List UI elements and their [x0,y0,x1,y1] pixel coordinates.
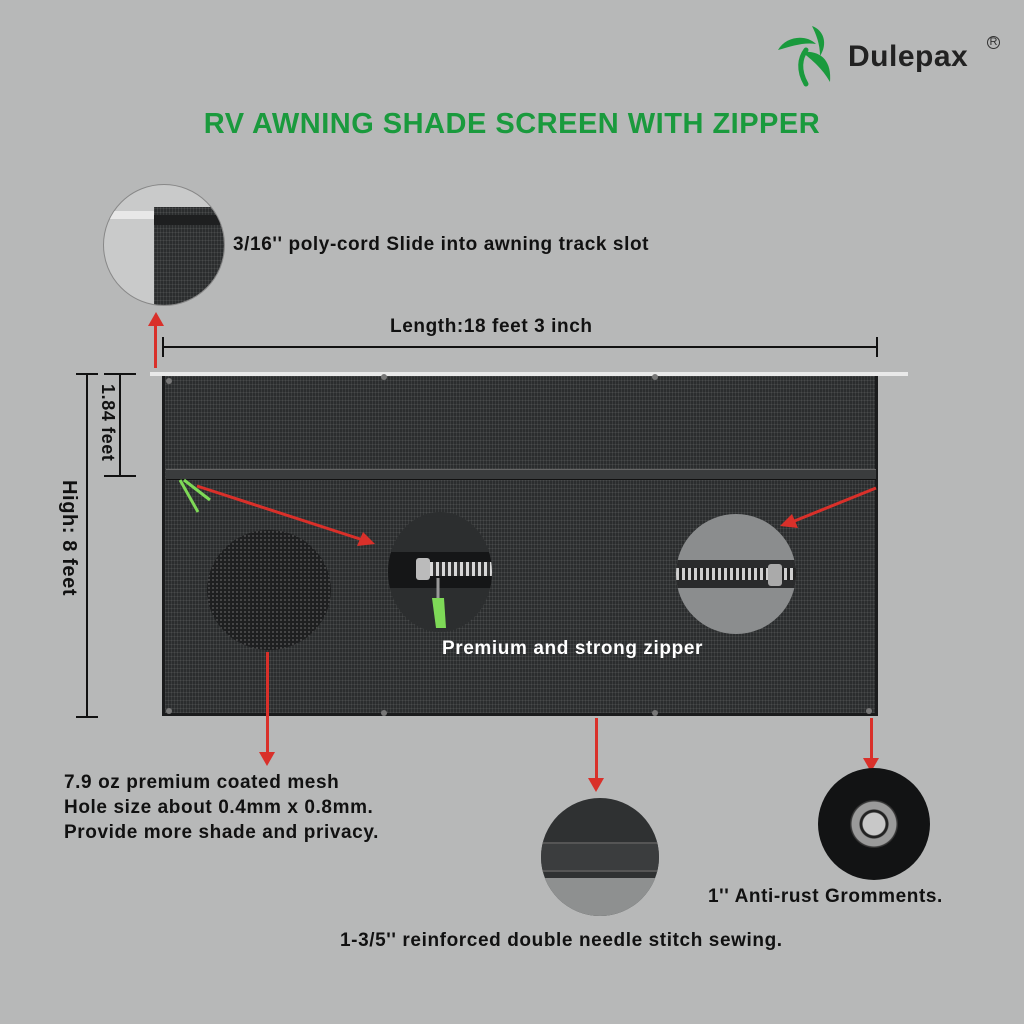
page-title: RV AWNING SHADE SCREEN WITH ZIPPER [203,108,821,140]
grommet-closeup-circle [818,768,930,880]
grommet [381,710,387,716]
length-dimension-line [162,346,878,348]
arrow-down-icon [588,778,604,792]
brand-logo [772,22,842,92]
grommet [166,708,172,714]
mesh-label-line2: Hole size about 0.4mm x 0.8mm. [64,797,374,818]
mesh-label-line1: 7.9 oz premium coated mesh [64,772,340,793]
polycord-detail-circle [103,184,225,306]
grommet [652,710,658,716]
zipper-closeup-circle-right [676,514,796,634]
grommet [381,374,387,380]
zipper-arrow-left [195,482,385,552]
top-section-dimension-line [119,374,121,476]
zipper-pull-tab-icon [428,578,452,632]
polycord-rod [150,372,908,376]
mesh-closeup-circle [207,530,331,650]
polycord-arrow-line [154,326,157,368]
top-section-label: 1.84 feet [98,384,118,462]
registered-mark: R [987,36,1000,49]
height-dimension-line [86,374,88,718]
grommet [652,374,658,380]
mesh-label-line3: Provide more shade and privacy. [64,822,379,843]
arrow-down-icon [259,752,275,766]
length-label: Length:18 feet 3 inch [390,316,593,337]
zipper-arrow-right [772,484,882,532]
polycord-label: 3/16'' poly-cord Slide into awning track… [233,234,650,255]
stitch-closeup-circle [541,798,659,916]
mesh-arrow-line [266,652,269,754]
grommet [166,378,172,384]
grommet-label: 1'' Anti-rust Gromments. [708,886,943,907]
arrow-up-icon [148,312,164,326]
brand-name: Dulepax [848,40,969,73]
leaf-logo-icon [778,26,831,87]
grommet-arrow-line [870,718,873,760]
stitch-arrow-line [595,718,598,780]
stitch-label: 1-3/5'' reinforced double needle stitch … [340,930,783,951]
height-label: High: 8 feet [58,480,80,597]
grommet [866,708,872,714]
zipper-line [166,469,876,480]
zipper-pull-icon [176,476,216,526]
zipper-label: Premium and strong zipper [442,638,703,659]
